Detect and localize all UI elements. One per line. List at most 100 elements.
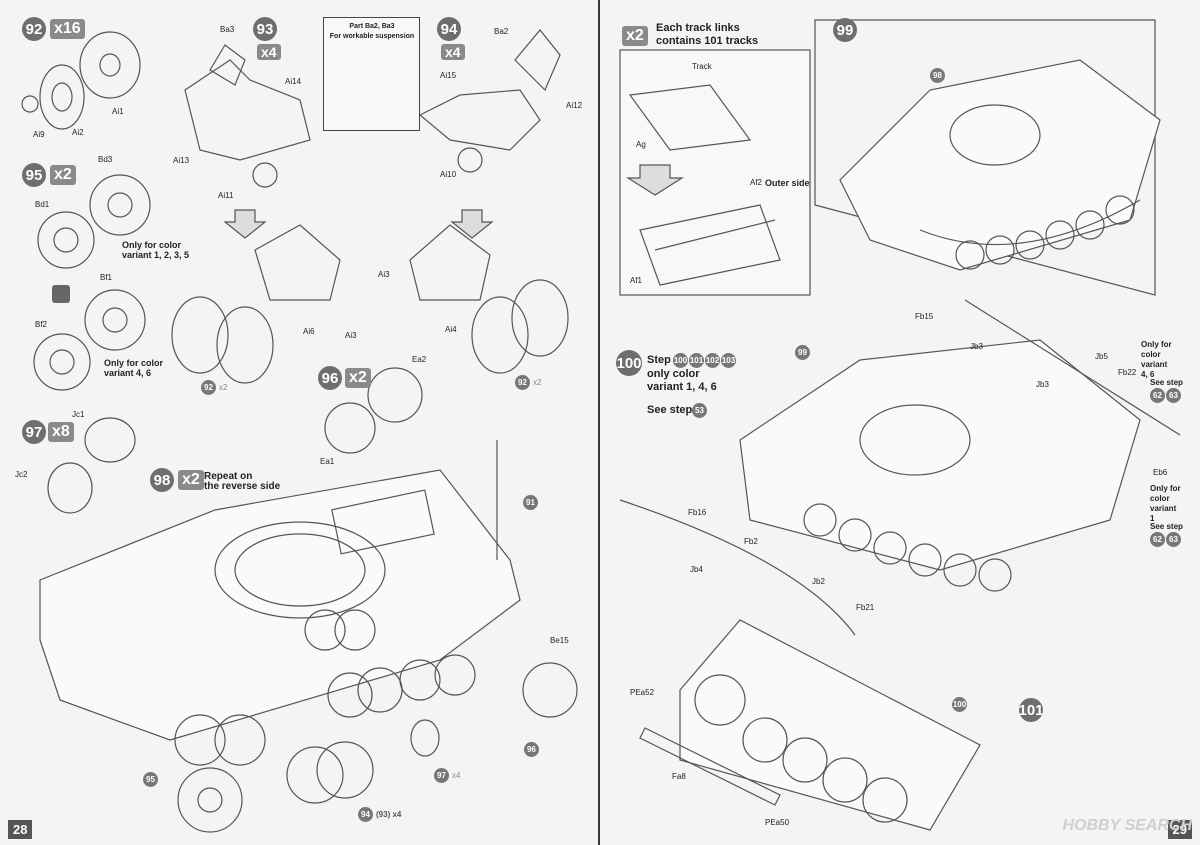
step-100-badge: 100 [616, 350, 642, 376]
part-label: Ai15 [440, 71, 457, 80]
see-step-text: See step [647, 404, 693, 416]
part-label: Fb15 [915, 312, 934, 321]
side-note-1: Only for color variant 1 [1150, 484, 1181, 523]
part-label: Ai3 [345, 331, 357, 340]
step-98-qty: x2 [178, 470, 204, 490]
part-label: Fa8 [672, 772, 686, 781]
step-93-badge: 93 [253, 17, 277, 41]
step-96-badge: 96 [318, 366, 342, 390]
road-wheel-outer [79, 31, 141, 99]
step-95-badge: 95 [22, 163, 46, 187]
part-label: Ai3 [378, 270, 390, 279]
left-page-drawings [21, 29, 578, 833]
step-96-qty: x2 [345, 368, 371, 388]
part-label: Ai12 [566, 101, 583, 110]
part-label: Ai10 [440, 170, 457, 179]
page-number-right: 29 [1167, 820, 1192, 839]
part-label: Ba3 [220, 25, 235, 34]
track-info-note: Each track links contains 101 tracks [656, 22, 759, 47]
part-label: Ai6 [303, 327, 315, 336]
part-label: Jc2 [15, 470, 28, 479]
step-97-qty: x8 [48, 422, 74, 442]
callout-97-qty: x4 [452, 771, 461, 780]
track-qty: x2 [622, 26, 648, 46]
part-label: Ai2 [72, 128, 84, 137]
part-callout-96: 96 [524, 742, 539, 757]
part-label: Ai14 [285, 77, 302, 86]
watermark: HOBBY SEARCH [1062, 817, 1193, 834]
step-97-badge: 97 [22, 420, 46, 444]
road-wheel-inner [39, 64, 85, 130]
see-step-num: 53 [692, 403, 707, 418]
sub-step: 100 [673, 353, 688, 368]
workable-suspension-box: Part Ba2, Ba3 For workable suspension [323, 17, 420, 131]
part-callout-95: 95 [143, 772, 158, 787]
step-99-badge: 99 [833, 18, 857, 42]
step-92-qty: x16 [50, 19, 85, 39]
part-label: Fb21 [856, 603, 875, 612]
part-label: Eb6 [1153, 468, 1168, 477]
step-98-badge: 98 [150, 468, 174, 492]
part-label: Bd1 [35, 200, 50, 209]
variant-switch-icon [52, 285, 70, 303]
callout-94: 94 [358, 807, 373, 822]
left-page: 92 x16 93 x4 94 x4 95 x2 96 x2 97 x8 98 … [0, 0, 598, 845]
part-label: Fb2 [744, 537, 758, 546]
right-page: x2 Each track links contains 101 tracks … [600, 0, 1200, 845]
step-94-badge: 94 [437, 17, 461, 41]
step-101-badge: 101 [1018, 698, 1044, 722]
sub-step: 101 [689, 353, 704, 368]
part-label: Ea2 [412, 355, 427, 364]
sub-step: 103 [721, 353, 736, 368]
part-label: Jc1 [72, 410, 85, 419]
part-label: Ai1 [112, 107, 124, 116]
part-label: Ag [636, 140, 646, 149]
step-100-text: Step [647, 354, 671, 366]
callout-92-qty: x2 [219, 383, 228, 392]
step-94-qty: x4 [441, 44, 465, 60]
part-label: Af1 [630, 276, 643, 285]
callout-92b-qty: x2 [533, 378, 542, 387]
part-label: Fb22 [1118, 368, 1137, 377]
step-95-qty: x2 [50, 165, 76, 185]
part-label: Ai11 [218, 191, 234, 200]
callout-99: 99 [795, 345, 810, 360]
step-92-badge: 92 [22, 17, 46, 41]
part-label: Track [692, 62, 712, 71]
part-label: Bf1 [100, 273, 113, 282]
step-93-qty: x4 [257, 44, 281, 60]
part-label: Be15 [550, 636, 569, 645]
workable-suspension-note: Part Ba2, Ba3 For workable suspension [329, 23, 415, 40]
callout-100: 100 [952, 697, 967, 712]
side-note-1-see: See step [1150, 522, 1183, 531]
step-100-variant: only color variant 1, 4, 6 [647, 368, 717, 393]
part-label: Fb16 [688, 508, 707, 517]
reverse-side-note: Repeat on the reverse side [204, 471, 281, 492]
part-label: Ba2 [494, 27, 509, 36]
part-label: Ai9 [33, 130, 45, 139]
part-label: PEa50 [765, 818, 790, 827]
callout-94-qty: (93) x4 [376, 810, 402, 819]
part-label: Jb3 [1036, 380, 1049, 389]
part-label: Ai13 [173, 156, 190, 165]
side-note-1-step: 63 [1166, 532, 1181, 547]
side-note-46-see: See step [1150, 378, 1183, 387]
page-number-left: 28 [8, 820, 33, 839]
part-label: Bd3 [98, 155, 113, 164]
part-label: Jb2 [812, 577, 825, 586]
callout-98: 98 [930, 68, 945, 83]
part-label: Ea1 [320, 457, 335, 466]
color-variant-46-note: Only for color variant 4, 6 [104, 358, 164, 378]
side-note-1-step: 62 [1150, 532, 1165, 547]
part-callout-91: 91 [523, 495, 538, 510]
part-label: Ai4 [445, 325, 457, 334]
callout-92b: 92 [515, 375, 530, 390]
part-label: Jb3 [970, 342, 983, 351]
side-note-46-step: 63 [1166, 388, 1181, 403]
callout-92: 92 [201, 380, 216, 395]
part-label: Af2 [750, 178, 763, 187]
sub-step: 102 [705, 353, 720, 368]
color-variant-1235-note: Only for color variant 1, 2, 3, 5 [122, 240, 190, 260]
right-page-drawings [619, 19, 1181, 831]
part-label: Jb5 [1095, 352, 1108, 361]
